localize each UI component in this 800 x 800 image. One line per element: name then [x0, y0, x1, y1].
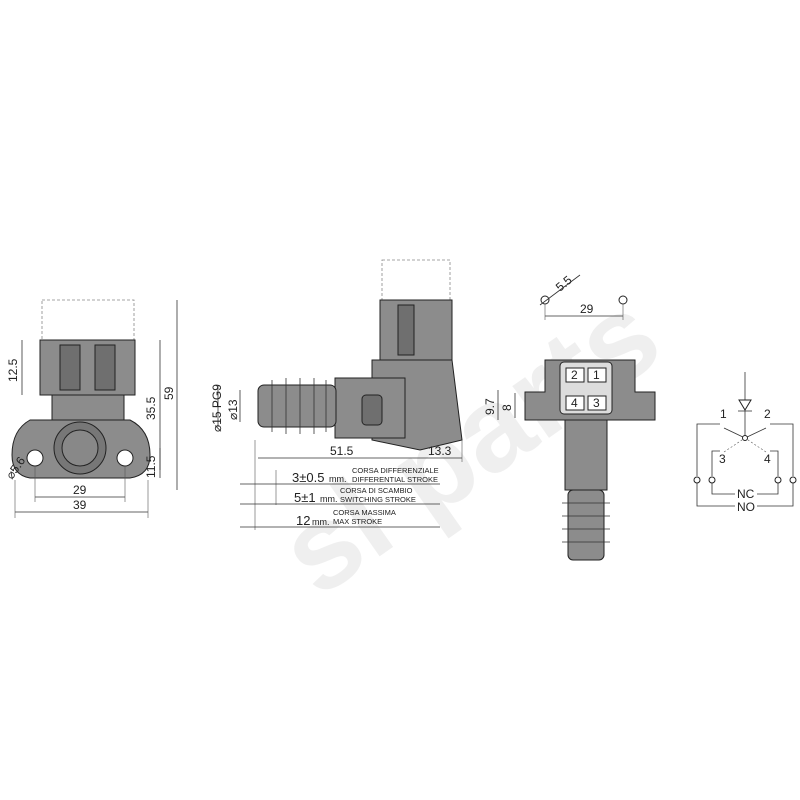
rubber-boot	[562, 489, 610, 561]
actuator-arrow-icon	[738, 399, 752, 411]
stroke-unit: mm.	[320, 494, 338, 504]
connector-body	[379, 299, 453, 361]
dim-hole-spacing: 29	[73, 483, 87, 497]
connector-view: 29 5.5 2 1 4 3 9.7 8	[483, 273, 656, 561]
stroke-value: 12	[296, 513, 310, 528]
window	[361, 394, 383, 426]
pin-1	[587, 367, 607, 383]
connector-rib	[59, 344, 81, 391]
connector-rib	[94, 344, 116, 391]
stroke-value: 5±1	[294, 490, 316, 505]
ghost-connector	[41, 299, 135, 341]
rubber-boot	[257, 378, 337, 434]
dim-connector-height: 12.5	[6, 358, 20, 382]
stroke-label-it: CORSA MASSIMA	[333, 508, 396, 517]
dim-total-height: 59	[162, 386, 176, 400]
dim-plunger-diameter: ⌀13	[226, 399, 240, 420]
dim-connector-offset: 13.3	[428, 444, 452, 458]
connector-rib	[397, 304, 415, 356]
dim-flange-width: 39	[73, 498, 87, 512]
dim-body-height: 35.5	[144, 396, 158, 420]
terminal-icon	[774, 476, 782, 484]
ghost-connector	[381, 259, 451, 301]
contact-2-label: 2	[764, 407, 771, 421]
dim-height-a: 9.7	[483, 398, 497, 415]
stroke-unit: mm.	[312, 517, 330, 527]
pin-2	[565, 367, 585, 383]
dim-mount-spacing: 29	[580, 302, 594, 316]
terminal-icon	[693, 476, 701, 484]
pin-label: 1	[593, 368, 600, 382]
nc-label: NC	[737, 487, 755, 501]
pin-4	[565, 395, 585, 411]
contact-1-label: 1	[720, 407, 727, 421]
stroke-label-en: DIFFERENTIAL STROKE	[352, 475, 438, 484]
pin-label: 3	[593, 396, 600, 410]
pin-3	[587, 395, 607, 411]
switch-body	[51, 394, 125, 421]
stroke-label-it: CORSA DI SCAMBIO	[340, 486, 413, 495]
stroke-switching: 5±1 mm. CORSA DI SCAMBIO SWITCHING STROK…	[240, 486, 440, 505]
mount-hole-icon	[26, 449, 44, 467]
stroke-label-en: MAX STROKE	[333, 517, 382, 526]
pin-label: 2	[571, 368, 578, 382]
dim-flange-offset: 11.5	[144, 455, 158, 478]
mount-hole-icon	[618, 295, 628, 305]
watermark-logo: sl parts	[256, 266, 683, 621]
mount-hole-icon	[116, 449, 134, 467]
pin-label: 4	[571, 396, 578, 410]
no-label: NO	[737, 500, 755, 514]
stroke-value: 3±0.5	[292, 470, 324, 485]
switch-body	[564, 419, 608, 491]
side-view: 12.5 35.5 59 11.5 ⌀5.6 29 39	[3, 299, 178, 518]
contact-4-label: 4	[764, 452, 771, 466]
terminal-icon	[708, 476, 716, 484]
dim-height-b: 8	[500, 404, 514, 411]
mount-hole-icon	[540, 295, 550, 305]
stroke-differential: 3±0.5 mm. CORSA DIFFERENZIALE DIFFERENTI…	[240, 466, 440, 485]
wiring-schematic: 1 2 3 4 NC NO	[693, 372, 797, 514]
stroke-unit: mm.	[329, 474, 347, 484]
dim-length: 51.5	[330, 444, 354, 458]
connector-body	[39, 339, 136, 396]
center-boss-inner	[61, 429, 99, 467]
stroke-label-en: SWITCHING STROKE	[340, 495, 416, 504]
contact-3-label: 3	[719, 452, 726, 466]
terminal-icon	[789, 476, 797, 484]
front-view: ⌀15 PG9 ⌀13 51.5 13.3 3±0.5 mm. CORSA DI…	[210, 259, 463, 530]
stroke-label-it: CORSA DIFFERENZIALE	[352, 466, 439, 475]
stroke-max: 12 mm. CORSA MASSIMA MAX STROKE	[240, 508, 440, 528]
dim-boot-diameter: ⌀15 PG9	[210, 384, 224, 432]
